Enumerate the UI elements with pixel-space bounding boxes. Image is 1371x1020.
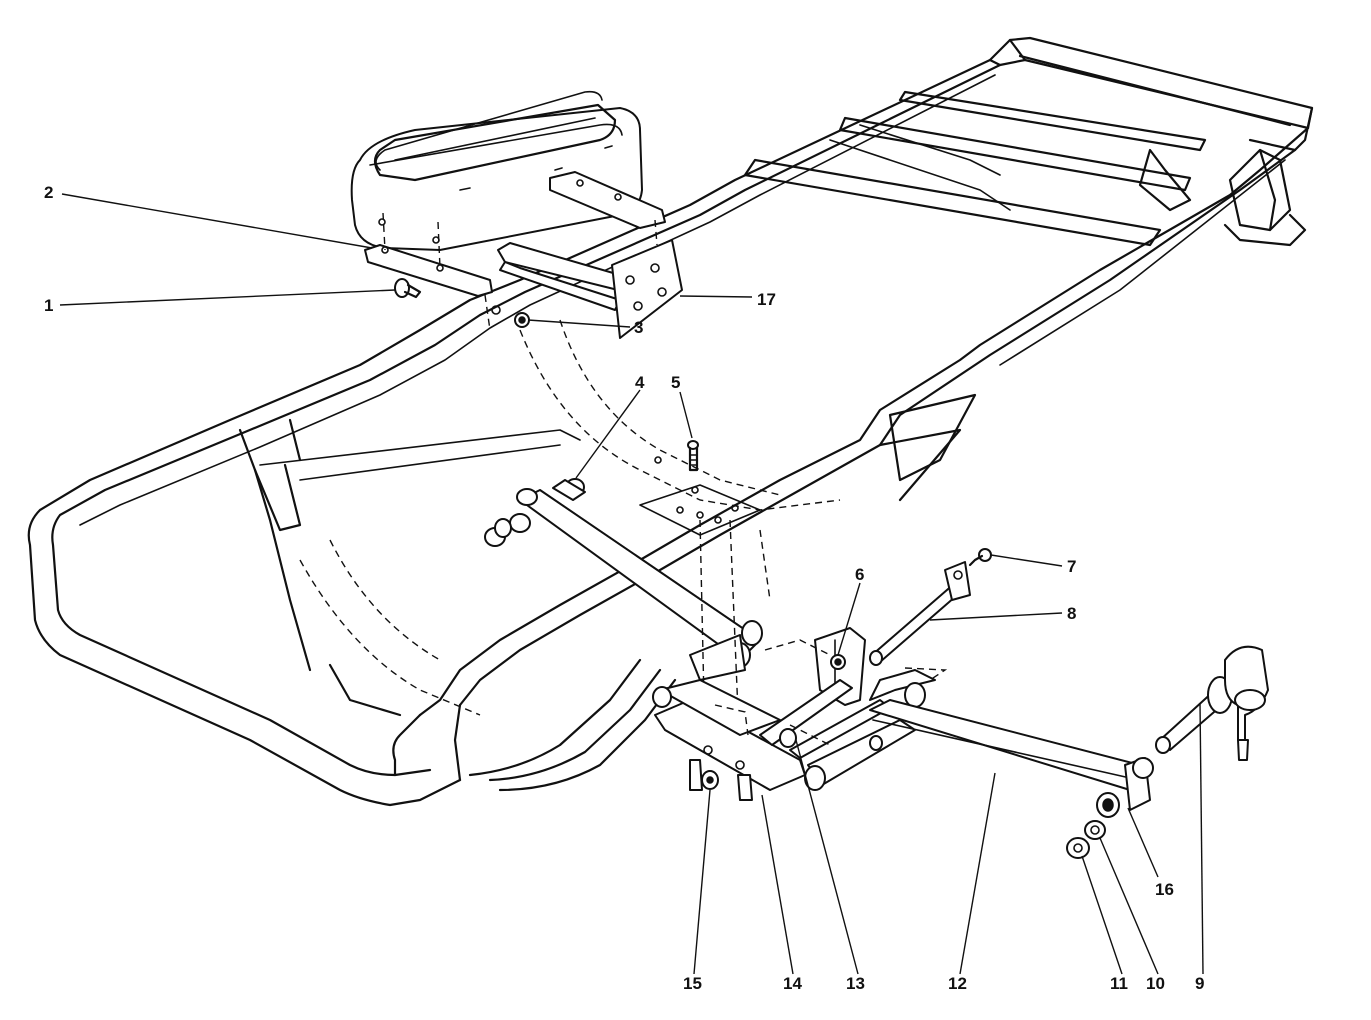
pivot-bracket-assembly bbox=[652, 627, 948, 801]
callout-16: 16 bbox=[1155, 880, 1174, 899]
front-axle-tube bbox=[484, 478, 763, 681]
callout-3: 3 bbox=[634, 318, 643, 337]
leader-lines bbox=[59, 193, 1204, 975]
frame-mount-holes bbox=[639, 456, 771, 761]
spindle-9 bbox=[1155, 645, 1269, 761]
callout-15: 15 bbox=[683, 974, 702, 993]
callout-11: 11 bbox=[1110, 974, 1128, 993]
mount-plate-assembly bbox=[497, 239, 683, 339]
bolt-7 bbox=[968, 548, 992, 567]
callout-7: 7 bbox=[1067, 557, 1076, 576]
nut-15 bbox=[701, 770, 719, 790]
nut-11 bbox=[1066, 837, 1090, 859]
callout-13: 13 bbox=[846, 974, 865, 993]
callout-2: 2 bbox=[44, 183, 53, 202]
chassis-frame bbox=[27, 36, 1314, 807]
callout-4: 4 bbox=[635, 373, 645, 392]
callout-17: 17 bbox=[757, 290, 776, 309]
bolt-1 bbox=[394, 278, 422, 299]
callout-14: 14 bbox=[783, 974, 802, 993]
long-arm bbox=[869, 699, 1154, 818]
seat-bracket bbox=[364, 171, 666, 331]
washer-10 bbox=[1084, 820, 1106, 840]
callout-9: 9 bbox=[1195, 974, 1204, 993]
tie-rod bbox=[869, 561, 971, 666]
seat-cushion bbox=[350, 90, 643, 251]
callout-8: 8 bbox=[1067, 604, 1076, 623]
callout-10: 10 bbox=[1146, 974, 1165, 993]
callout-6: 6 bbox=[855, 565, 864, 584]
callout-1: 1 bbox=[44, 296, 53, 315]
callout-labels: 1 2 3 4 5 6 7 8 9 10 11 12 13 14 15 16 1… bbox=[44, 183, 1204, 993]
callout-12: 12 bbox=[948, 974, 967, 993]
callout-5: 5 bbox=[671, 373, 680, 392]
bolt-5 bbox=[687, 440, 699, 472]
